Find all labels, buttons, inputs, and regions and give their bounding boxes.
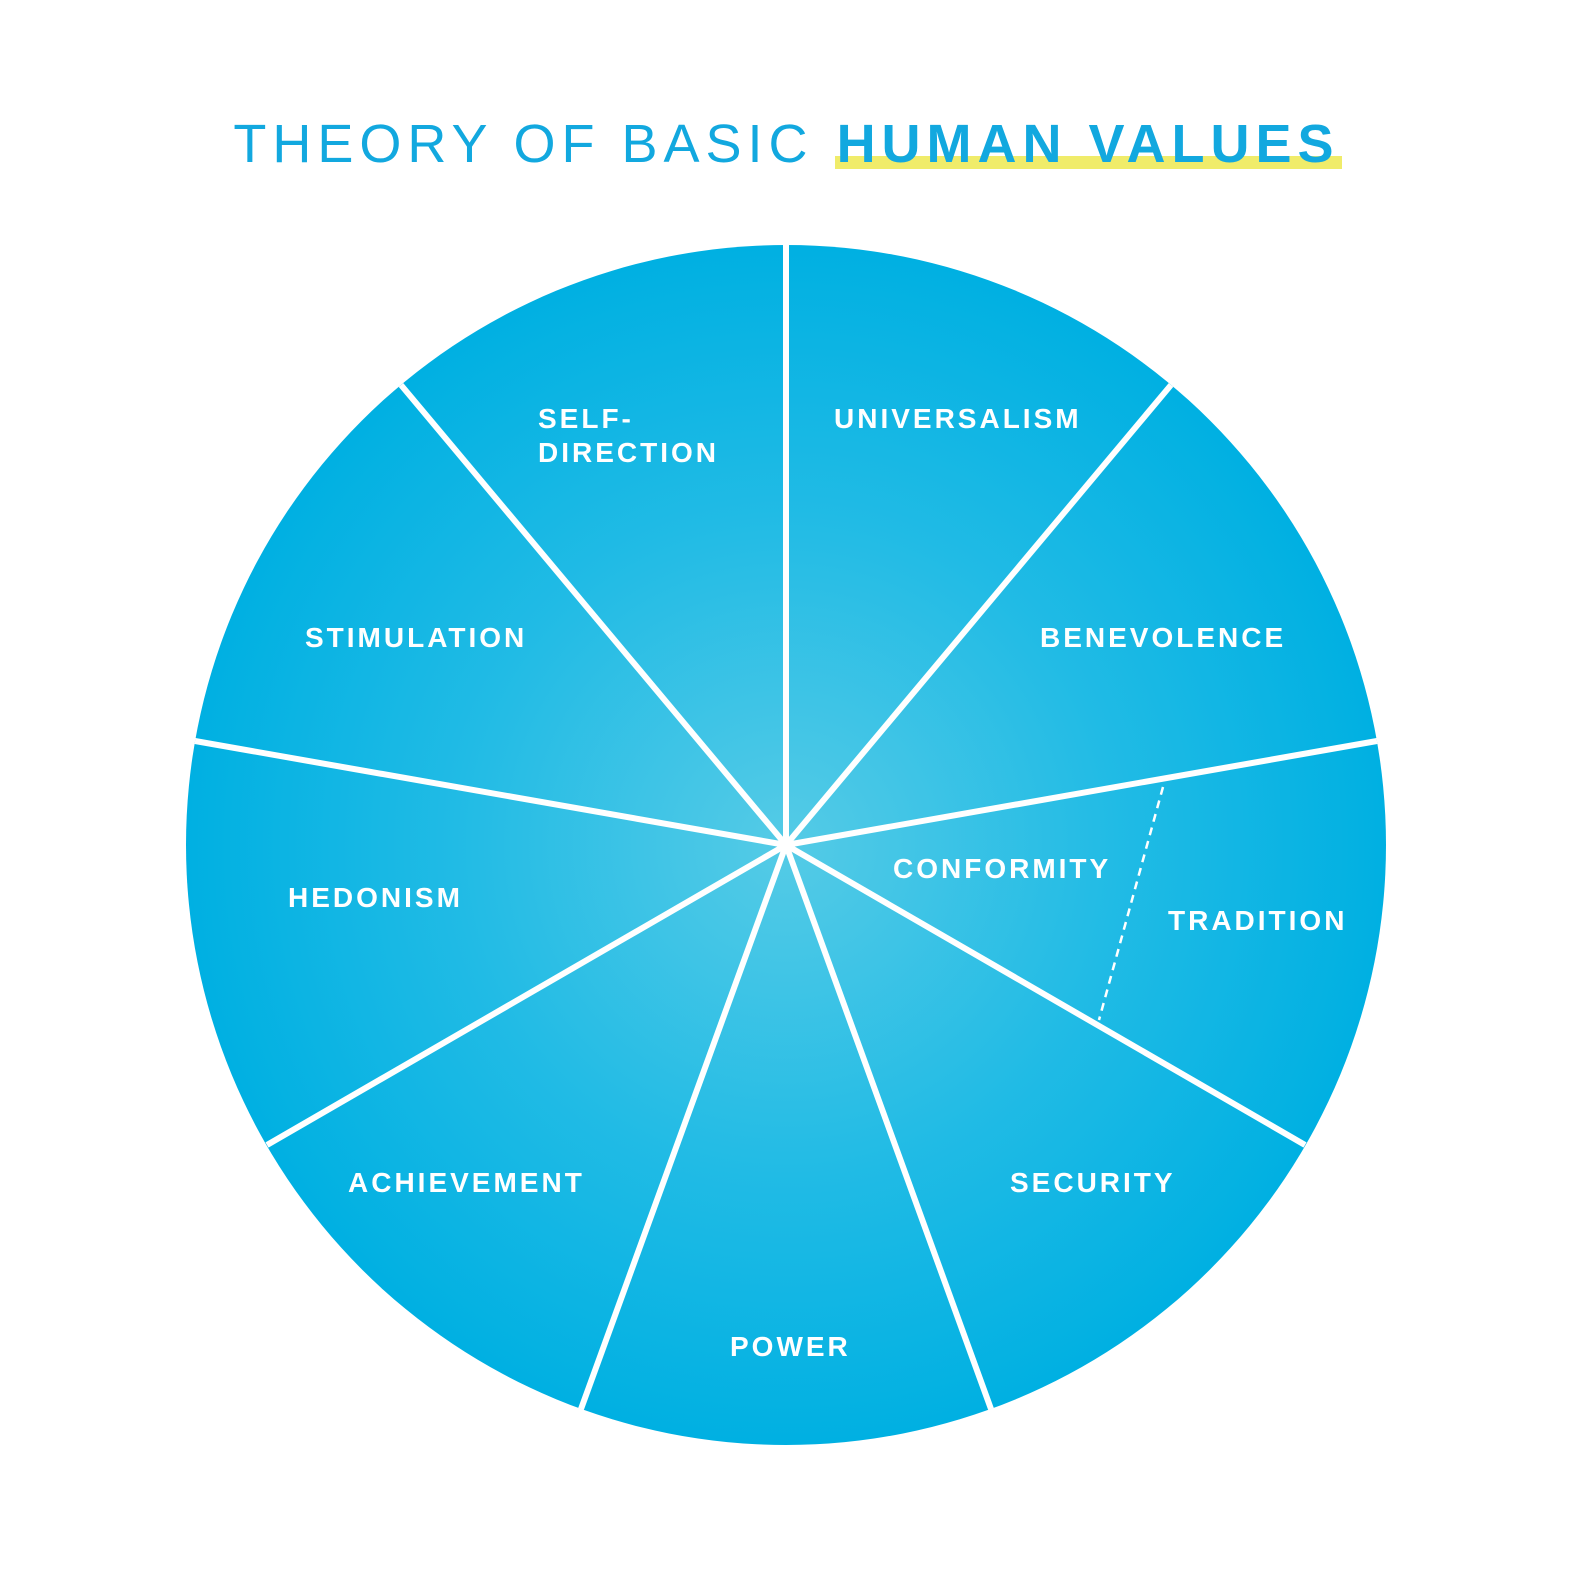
label-self-direction: SELF- DIRECTION bbox=[538, 403, 719, 468]
divider-line bbox=[578, 843, 789, 1411]
label-universalism: UNIVERSALISM bbox=[834, 403, 1082, 434]
divider-line bbox=[265, 842, 788, 1148]
title-text: THEORY OF BASIC bbox=[233, 114, 814, 174]
label-stimulation: STIMULATION bbox=[305, 622, 527, 653]
diagram-title: THEORY OF BASIC HUMAN VALUES bbox=[0, 112, 1575, 176]
label-security: SECURITY bbox=[1010, 1167, 1176, 1198]
label-tradition: TRADITION bbox=[1168, 905, 1347, 936]
label-power: POWER bbox=[730, 1331, 851, 1362]
divider-line bbox=[194, 738, 787, 848]
label-benevolence: BENEVOLENCE bbox=[1040, 622, 1286, 653]
title-highlighted-text: HUMAN VALUES bbox=[834, 114, 1342, 174]
divider-line bbox=[398, 383, 789, 847]
label-conformity: CONFORMITY bbox=[893, 853, 1111, 884]
divider-line bbox=[785, 738, 1378, 848]
divider-line bbox=[783, 383, 1174, 847]
divider-line bbox=[784, 842, 1307, 1148]
label-hedonism: HEDONISM bbox=[288, 882, 463, 913]
label-achievement: ACHIEVEMENT bbox=[348, 1167, 585, 1198]
divider-line bbox=[783, 843, 994, 1411]
dashed-divider-line bbox=[1097, 786, 1165, 1021]
